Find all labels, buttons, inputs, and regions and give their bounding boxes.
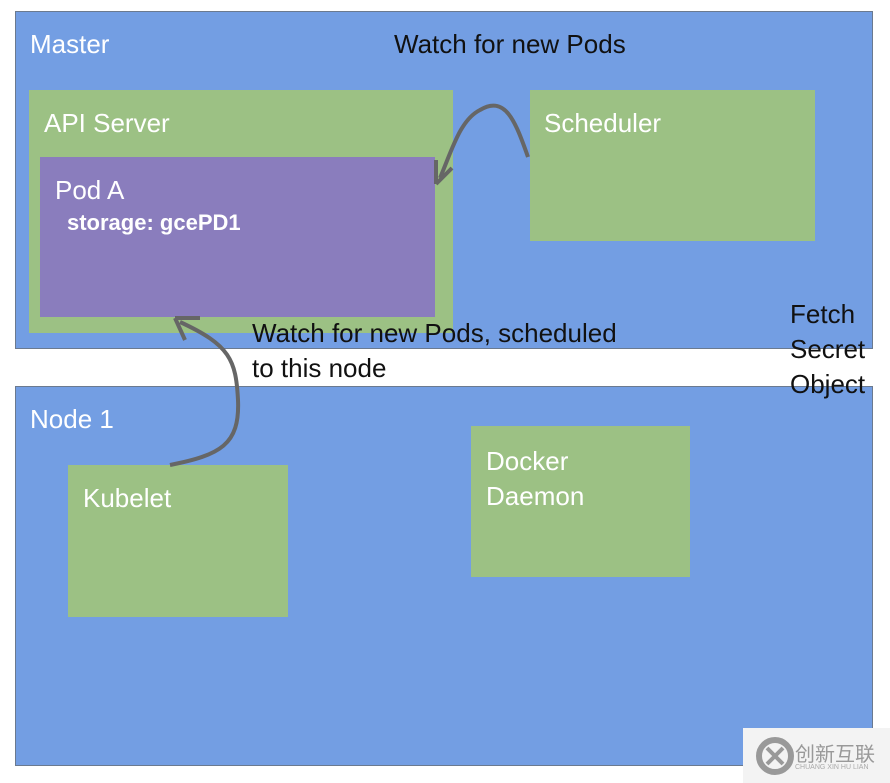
docker-daemon-box bbox=[471, 426, 690, 577]
pod-a-spec: storage: gcePD1 bbox=[67, 210, 241, 235]
pod-a-label: Pod A bbox=[55, 175, 125, 205]
watermark: 创新互联 CHUANG XIN HU LIAN bbox=[743, 728, 890, 783]
scheduler-arrow bbox=[438, 103, 530, 179]
kubelet-box bbox=[68, 465, 288, 617]
master-label: Master bbox=[30, 29, 110, 59]
kubelet-label: Kubelet bbox=[83, 483, 172, 513]
scheduler-arrowhead-icon bbox=[434, 160, 454, 186]
api-server-label: API Server bbox=[44, 108, 170, 138]
watermark-subtext: CHUANG XIN HU LIAN bbox=[795, 764, 869, 771]
kubelet-watch-label: Watch for new Pods, scheduled to this no… bbox=[252, 318, 617, 383]
scheduler-watch-label: Watch for new Pods bbox=[394, 29, 626, 59]
fetch-secret-label: Fetch Secret Object bbox=[790, 299, 866, 399]
scheduler-box bbox=[530, 90, 815, 241]
kubelet-arrow bbox=[169, 320, 241, 467]
pod-a-box bbox=[40, 157, 435, 317]
kubelet-arrowhead-icon bbox=[173, 316, 200, 341]
watermark-logo-icon bbox=[756, 737, 794, 775]
docker-daemon-label: Docker Daemon bbox=[486, 446, 585, 511]
node-label: Node 1 bbox=[30, 404, 114, 434]
watermark-text: 创新互联 bbox=[795, 744, 875, 766]
scheduler-label: Scheduler bbox=[544, 108, 662, 138]
